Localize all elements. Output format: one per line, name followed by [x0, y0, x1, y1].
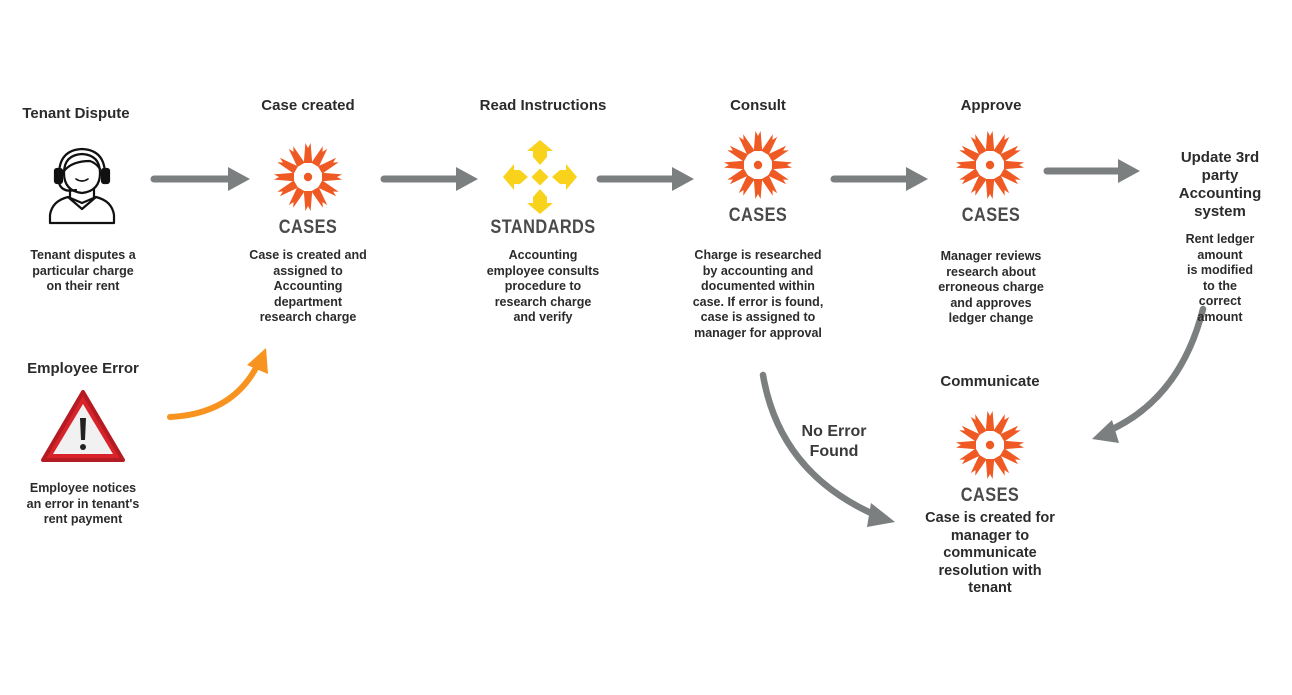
- case-created-title: Case created: [261, 97, 355, 114]
- update-system-title: Update 3rd party Accounting system: [1178, 149, 1262, 220]
- headset-agent-icon: [48, 147, 116, 225]
- arrow-instructions-to-consult: [596, 167, 694, 191]
- cases-wordmark: CASES: [728, 205, 788, 226]
- arrow-consult-to-communicate: [759, 371, 895, 527]
- warning-triangle-icon: [41, 390, 125, 462]
- standards-wordmark: STANDARDS: [490, 217, 596, 238]
- consult-title: Consult: [730, 97, 786, 114]
- cases-logo-icon: [274, 143, 342, 211]
- read-instructions-title: Read Instructions: [479, 97, 607, 114]
- cases-logo-icon: [956, 131, 1024, 199]
- arrow-case-to-instructions: [380, 167, 478, 191]
- employee-error-description: Employee notices an error in tenant's re…: [26, 481, 140, 526]
- arrow-update-to-communicate: [1092, 305, 1207, 443]
- no-error-found-label: No Error Found: [801, 423, 867, 460]
- communicate-description: Case is created for manager to communica…: [925, 510, 1055, 597]
- cases-logo-icon: [956, 411, 1024, 479]
- employee-error-title: Employee Error: [27, 360, 139, 377]
- update-system-description: Rent ledger amount is modified to the co…: [1185, 232, 1255, 324]
- case-created-description: Case is created and assigned to Accounti…: [249, 248, 367, 324]
- tenant-dispute-title: Tenant Dispute: [22, 105, 130, 122]
- standards-logo-icon: [503, 140, 577, 214]
- tenant-dispute-description: Tenant disputes a particular charge on t…: [30, 248, 136, 293]
- cases-wordmark: CASES: [960, 485, 1020, 506]
- arrow-approve-to-update: [1043, 159, 1140, 183]
- read-instructions-description: Accounting employee consults procedure t…: [486, 248, 600, 324]
- cases-wordmark: CASES: [961, 205, 1021, 226]
- arrow-error-to-case: [167, 348, 268, 420]
- consult-description: Charge is researched by accounting and d…: [692, 248, 824, 340]
- arrow-dispute-to-case: [150, 167, 250, 191]
- cases-logo-icon: [724, 131, 792, 199]
- arrow-consult-to-approve: [830, 167, 928, 191]
- communicate-title: Communicate: [940, 373, 1040, 390]
- approve-title: Approve: [960, 97, 1022, 114]
- approve-description: Manager reviews research about erroneous…: [938, 249, 1044, 325]
- cases-wordmark: CASES: [278, 217, 338, 238]
